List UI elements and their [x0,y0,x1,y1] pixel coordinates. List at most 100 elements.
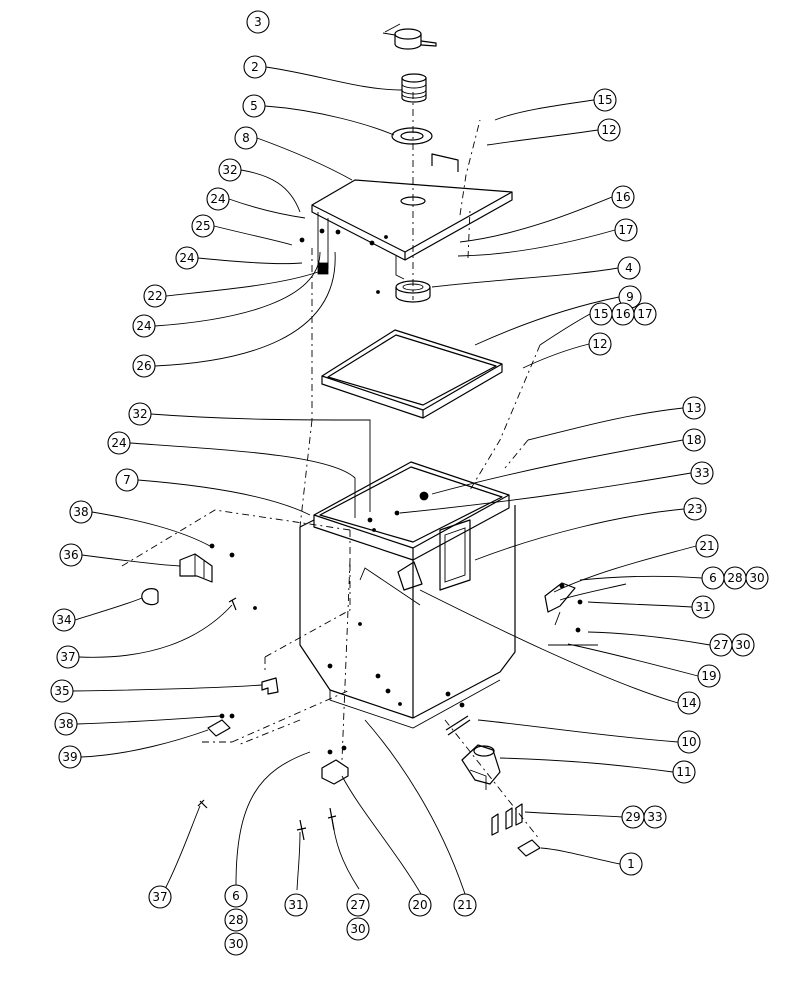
svg-text:16: 16 [615,190,630,204]
balloon-4: 4 [617,256,641,280]
svg-text:27: 27 [350,898,365,912]
balloon-33-bottom: 33 [643,805,667,829]
balloon-16-top: 16 [611,185,635,209]
svg-text:30: 30 [228,937,243,951]
svg-text:23: 23 [687,502,702,516]
part-36-hinge [179,553,213,583]
balloon-27-bottom: 27 [346,893,370,917]
part-5-gasket [391,127,433,145]
svg-text:6: 6 [709,571,717,585]
part-37-screw [197,597,237,809]
balloon-15-top: 15 [593,88,617,112]
balloon-7: 7 [115,468,139,492]
part-11-valve-body [461,744,501,790]
svg-text:24: 24 [111,436,126,450]
svg-text:28: 28 [727,571,742,585]
balloon-30-bottom-left: 30 [224,932,248,956]
svg-text:32: 32 [222,163,237,177]
part-35-bracket [261,677,279,695]
svg-text:29: 29 [625,810,640,824]
svg-text:2: 2 [251,60,259,74]
balloon-24-bottom: 24 [107,431,131,455]
svg-text:8: 8 [242,131,250,145]
balloon-33-right: 33 [690,461,714,485]
svg-text:17: 17 [618,223,633,237]
svg-text:32: 32 [132,407,147,421]
balloon-32-top: 32 [218,158,242,182]
balloon-24-low: 24 [132,314,156,338]
svg-text:37: 37 [60,650,75,664]
part-10-bar [445,715,471,736]
balloon-11: 11 [672,760,696,784]
balloon-5: 5 [242,94,266,118]
svg-text:39: 39 [62,750,77,764]
balloon-30-bottom-right: 30 [346,917,370,941]
svg-text:20: 20 [412,898,427,912]
balloon-32-mid: 32 [128,402,152,426]
balloon-8: 8 [234,126,258,150]
balloon-22: 22 [143,284,167,308]
balloon-39: 39 [58,745,82,769]
svg-text:16: 16 [615,307,630,321]
svg-text:30: 30 [350,922,365,936]
svg-text:24: 24 [136,319,151,333]
svg-text:13: 13 [686,401,701,415]
svg-text:37: 37 [152,890,167,904]
balloon-38-bottom: 38 [54,712,78,736]
svg-text:1: 1 [627,857,635,871]
part-38-side-panel [121,509,351,743]
svg-text:24: 24 [210,192,225,206]
svg-text:6: 6 [232,889,240,903]
svg-text:27: 27 [713,638,728,652]
svg-text:3: 3 [254,15,262,29]
part-20-lower-hinge [296,745,349,841]
balloon-24-mid: 24 [175,246,199,270]
svg-text:26: 26 [136,359,151,373]
svg-text:35: 35 [54,684,69,698]
svg-text:24: 24 [179,251,194,265]
svg-text:25: 25 [195,219,210,233]
balloon-3: 3 [246,10,270,34]
part-34-clip [141,588,159,606]
svg-text:5: 5 [250,99,258,113]
svg-text:15: 15 [597,93,612,107]
balloon-12-top: 12 [597,118,621,142]
svg-text:21: 21 [457,898,472,912]
svg-text:28: 28 [228,913,243,927]
balloon-6-right: 6 [701,566,725,590]
svg-text:15: 15 [593,307,608,321]
svg-text:36: 36 [63,548,78,562]
balloon-6-bottom: 6 [224,884,248,908]
balloon-26: 26 [132,354,156,378]
part-8-lid [299,153,513,294]
svg-text:34: 34 [56,613,71,627]
balloon-25: 25 [191,214,215,238]
leader-lines [72,23,711,895]
svg-text:12: 12 [592,337,607,351]
part-1-tab [517,839,541,857]
svg-text:17: 17 [637,307,652,321]
balloon-30-right-bottom: 30 [731,633,755,657]
balloon-16-mid: 16 [611,302,635,326]
svg-text:18: 18 [686,433,701,447]
balloon-10: 10 [677,730,701,754]
part-3-cap [382,28,437,50]
balloon-21-bottom: 21 [453,893,477,917]
svg-text:21: 21 [699,539,714,553]
balloon-18: 18 [682,428,706,452]
part-29-pins [491,803,523,836]
balloon-12-mid: 12 [588,332,612,356]
part-19-handle [544,582,598,646]
svg-text:12: 12 [601,123,616,137]
balloon-29: 29 [621,805,645,829]
balloon-13: 13 [682,396,706,420]
svg-text:14: 14 [681,696,696,710]
balloon-24-top: 24 [206,187,230,211]
balloon-23: 23 [683,497,707,521]
part-7-cabinet [299,461,516,729]
svg-text:33: 33 [647,810,662,824]
balloon-38-top: 38 [69,500,93,524]
balloon-31-right: 31 [691,595,715,619]
